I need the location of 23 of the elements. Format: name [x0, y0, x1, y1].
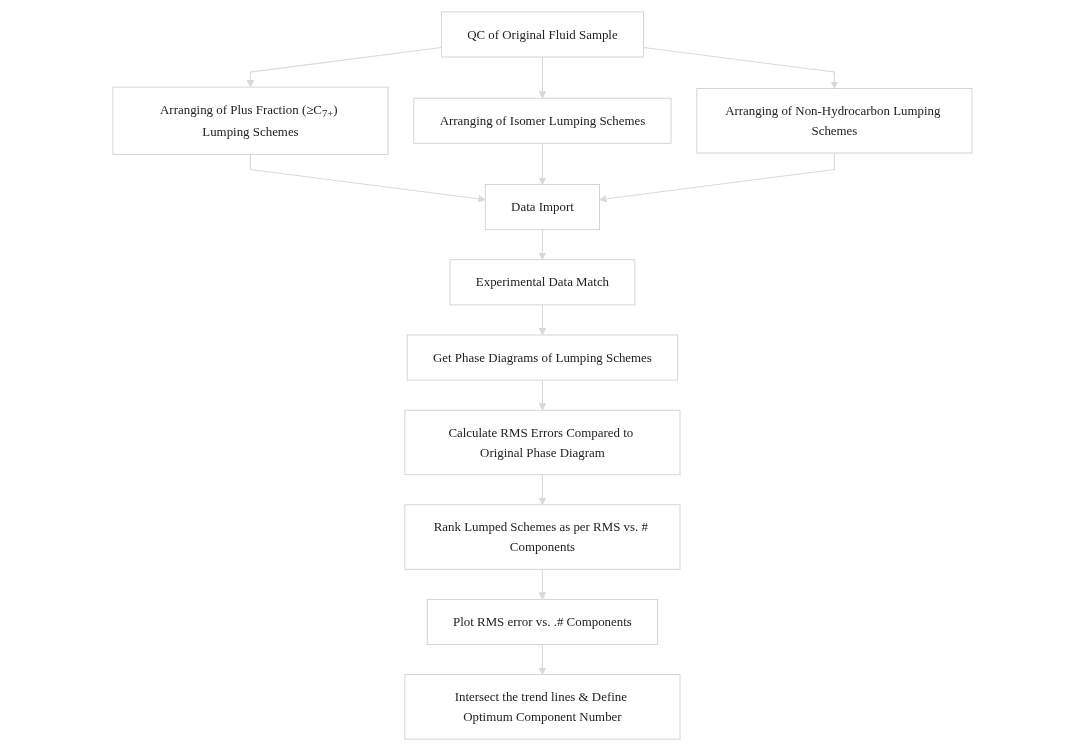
arrow	[246, 46, 442, 88]
node-box: Intersect the trend lines & Define Optimum Component Number	[404, 674, 681, 740]
arrow	[538, 142, 547, 185]
node-box: Data Import	[484, 184, 601, 231]
node-box: Calculate RMS Errors Compared to Original Phase Diagram	[404, 409, 681, 476]
arrow	[599, 152, 835, 203]
arrow	[538, 229, 547, 261]
node-box: Rank Lumped Schemes as per RMS vs. # Components	[404, 504, 681, 570]
arrow	[538, 379, 547, 411]
node-box: Arranging of Plus Fraction (≥C$_{7+}$) Lumping Schemes	[112, 86, 389, 155]
arrow	[250, 153, 486, 203]
arrow	[538, 568, 547, 600]
arrow	[538, 304, 547, 336]
node-box: Arranging of Non-Hydrocarbon Lumping Schemes	[696, 88, 973, 154]
arrow	[538, 474, 547, 506]
node-box: Get Phase Diagrams of Lumping Schemes	[406, 334, 679, 381]
arrow	[538, 56, 547, 99]
node-box: QC of Original Fluid Sample	[441, 11, 644, 58]
node-box: Plot RMS error vs. .# Components	[426, 598, 659, 645]
node-box: Arranging of Isomer Lumping Schemes	[413, 97, 672, 144]
node-box: Experimental Data Match	[449, 259, 636, 306]
arrow	[538, 644, 547, 675]
arrow	[643, 46, 839, 89]
